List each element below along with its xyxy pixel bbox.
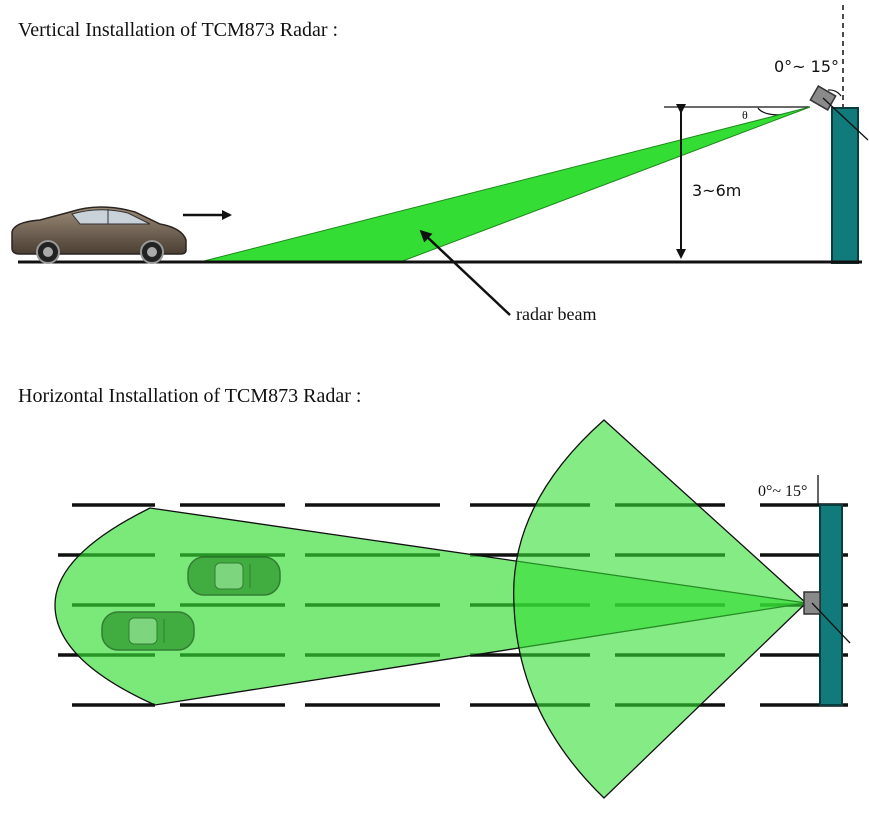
- tilt-angle-arc: [827, 89, 842, 97]
- theta-arc: [757, 107, 786, 116]
- radar-pole: [831, 107, 859, 264]
- car-top-view-2: [101, 611, 195, 651]
- radar-beam-label: radar beam: [516, 304, 596, 324]
- horizontal-angle-range-label: 0°~ 15°: [758, 483, 807, 500]
- horizontal-title: Horizontal Installation of TCM873 Radar …: [18, 385, 361, 407]
- theta-symbol: θ: [742, 108, 748, 122]
- height-label: 3~6m: [692, 181, 741, 200]
- wide-angle-beam: [513, 419, 807, 799]
- car-side-view: [11, 206, 187, 264]
- radar-device-horizontal-icon: [803, 591, 851, 644]
- vertical-angle-range-label: 0°~ 15°: [774, 57, 839, 76]
- radar-pole-horizontal: [819, 504, 843, 706]
- car-top-view-1: [187, 556, 281, 596]
- radar-beam-pointer-arrow: [419, 229, 511, 316]
- radar-device-icon: [809, 85, 869, 141]
- vertical-title: Vertical Installation of TCM873 Radar :: [18, 19, 338, 41]
